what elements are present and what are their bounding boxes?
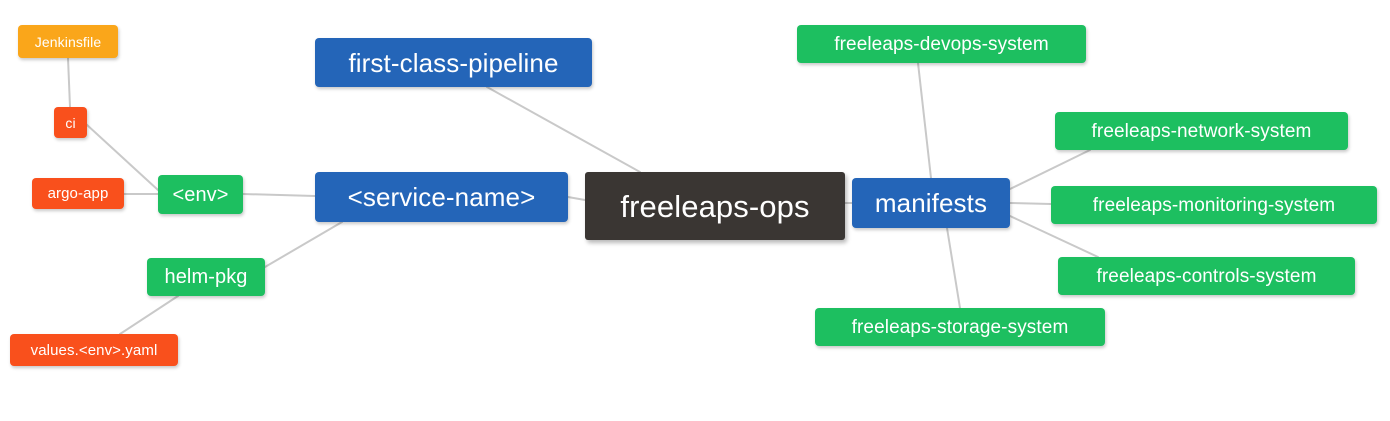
node-label-env: <env> [172, 183, 229, 206]
edge-first-class-pipeline-to-freeleaps-ops [486, 86, 641, 173]
edge-manifests-to-freeleaps-network-system [1009, 149, 1091, 190]
edge-manifests-to-freeleaps-storage-system [946, 227, 961, 309]
edge-manifests-to-freeleaps-monitoring-system [1009, 202, 1052, 205]
node-label-freeleaps-controls-system: freeleaps-controls-system [1096, 265, 1317, 287]
edge-values-yaml-to-helm-pkg [119, 295, 179, 335]
node-label-helm-pkg: helm-pkg [164, 266, 248, 288]
node-label-freeleaps-network-system: freeleaps-network-system [1091, 120, 1312, 142]
node-freeleaps-monitoring-system[interactable]: freeleaps-monitoring-system [1051, 186, 1377, 224]
node-freeleaps-storage-system[interactable]: freeleaps-storage-system [815, 308, 1105, 346]
node-label-manifests: manifests [874, 188, 988, 218]
node-label-freeleaps-devops-system: freeleaps-devops-system [834, 33, 1049, 55]
node-label-freeleaps-ops: freeleaps-ops [620, 188, 810, 224]
node-ci[interactable]: ci [54, 107, 87, 138]
node-freeleaps-network-system[interactable]: freeleaps-network-system [1055, 112, 1348, 150]
node-label-jenkinsfile: Jenkinsfile [34, 33, 102, 50]
edge-helm-pkg-to-service-name [264, 221, 343, 268]
node-argo-app[interactable]: argo-app [32, 178, 124, 209]
node-service-name[interactable]: <service-name> [315, 172, 568, 222]
edge-manifests-to-freeleaps-devops-system [917, 62, 932, 179]
node-manifests[interactable]: manifests [852, 178, 1010, 228]
node-label-ci: ci [65, 114, 76, 131]
node-jenkinsfile[interactable]: Jenkinsfile [18, 25, 118, 58]
edge-jenkinsfile-to-ci [67, 57, 71, 108]
node-label-argo-app: argo-app [47, 185, 109, 202]
node-label-service-name: <service-name> [347, 182, 536, 212]
node-label-freeleaps-storage-system: freeleaps-storage-system [851, 316, 1069, 338]
edge-env-to-service-name [242, 193, 316, 197]
node-env[interactable]: <env> [158, 175, 243, 214]
node-label-values-yaml: values.<env>.yaml [30, 341, 158, 359]
node-helm-pkg[interactable]: helm-pkg [147, 258, 265, 296]
node-label-first-class-pipeline: first-class-pipeline [348, 47, 559, 78]
node-label-freeleaps-monitoring-system: freeleaps-monitoring-system [1092, 194, 1336, 216]
node-first-class-pipeline[interactable]: first-class-pipeline [315, 38, 592, 87]
node-values-yaml[interactable]: values.<env>.yaml [10, 334, 178, 366]
edge-service-name-to-freeleaps-ops [567, 196, 586, 201]
node-freeleaps-controls-system[interactable]: freeleaps-controls-system [1058, 257, 1355, 295]
node-freeleaps-devops-system[interactable]: freeleaps-devops-system [797, 25, 1086, 63]
node-freeleaps-ops[interactable]: freeleaps-ops [585, 172, 845, 240]
